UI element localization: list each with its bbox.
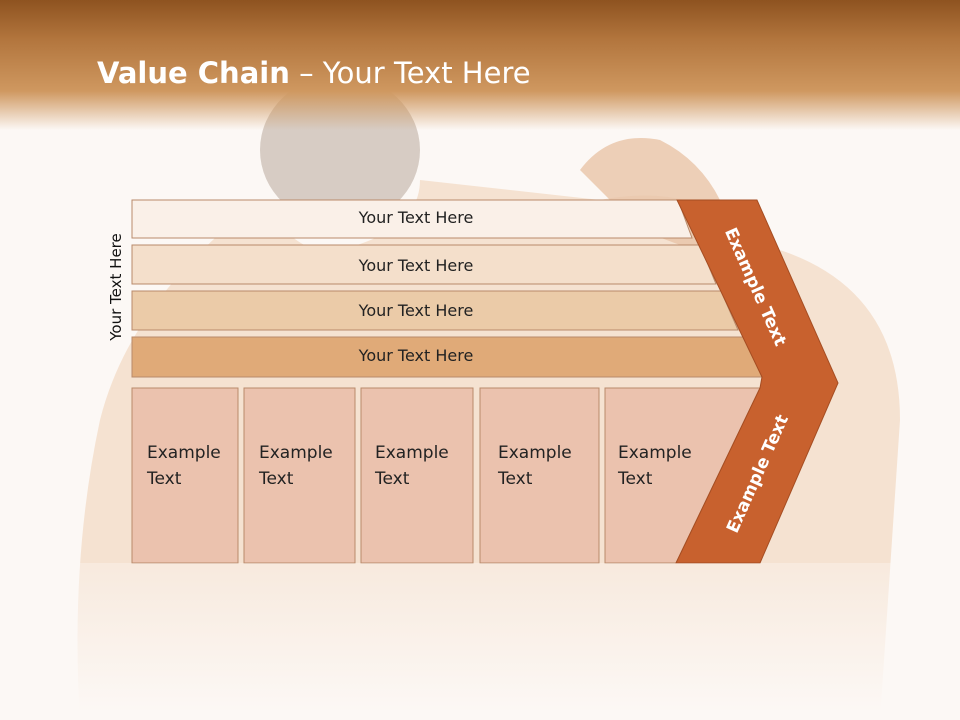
- bar-label-1: Your Text Here: [358, 208, 474, 227]
- cell-1: [131, 387, 239, 564]
- bar-1: [131, 199, 693, 239]
- title-banner: [0, 0, 960, 130]
- cell-4: [479, 387, 600, 564]
- cell-3: [360, 387, 474, 564]
- bar-label-2: Your Text Here: [358, 256, 474, 275]
- cell-2: [243, 387, 356, 564]
- bar-2: [131, 244, 717, 285]
- diagram-reflection: [0, 563, 960, 720]
- bar-label-4: Your Text Here: [358, 346, 474, 365]
- bar-3: [131, 290, 739, 331]
- bar-label-3: Your Text Here: [358, 301, 474, 320]
- title-bold: Value Chain: [97, 56, 290, 90]
- reflection-fade: [0, 563, 960, 720]
- title-rest: – Your Text Here: [289, 56, 531, 90]
- page-title: Value Chain – Your Text Here: [97, 56, 531, 90]
